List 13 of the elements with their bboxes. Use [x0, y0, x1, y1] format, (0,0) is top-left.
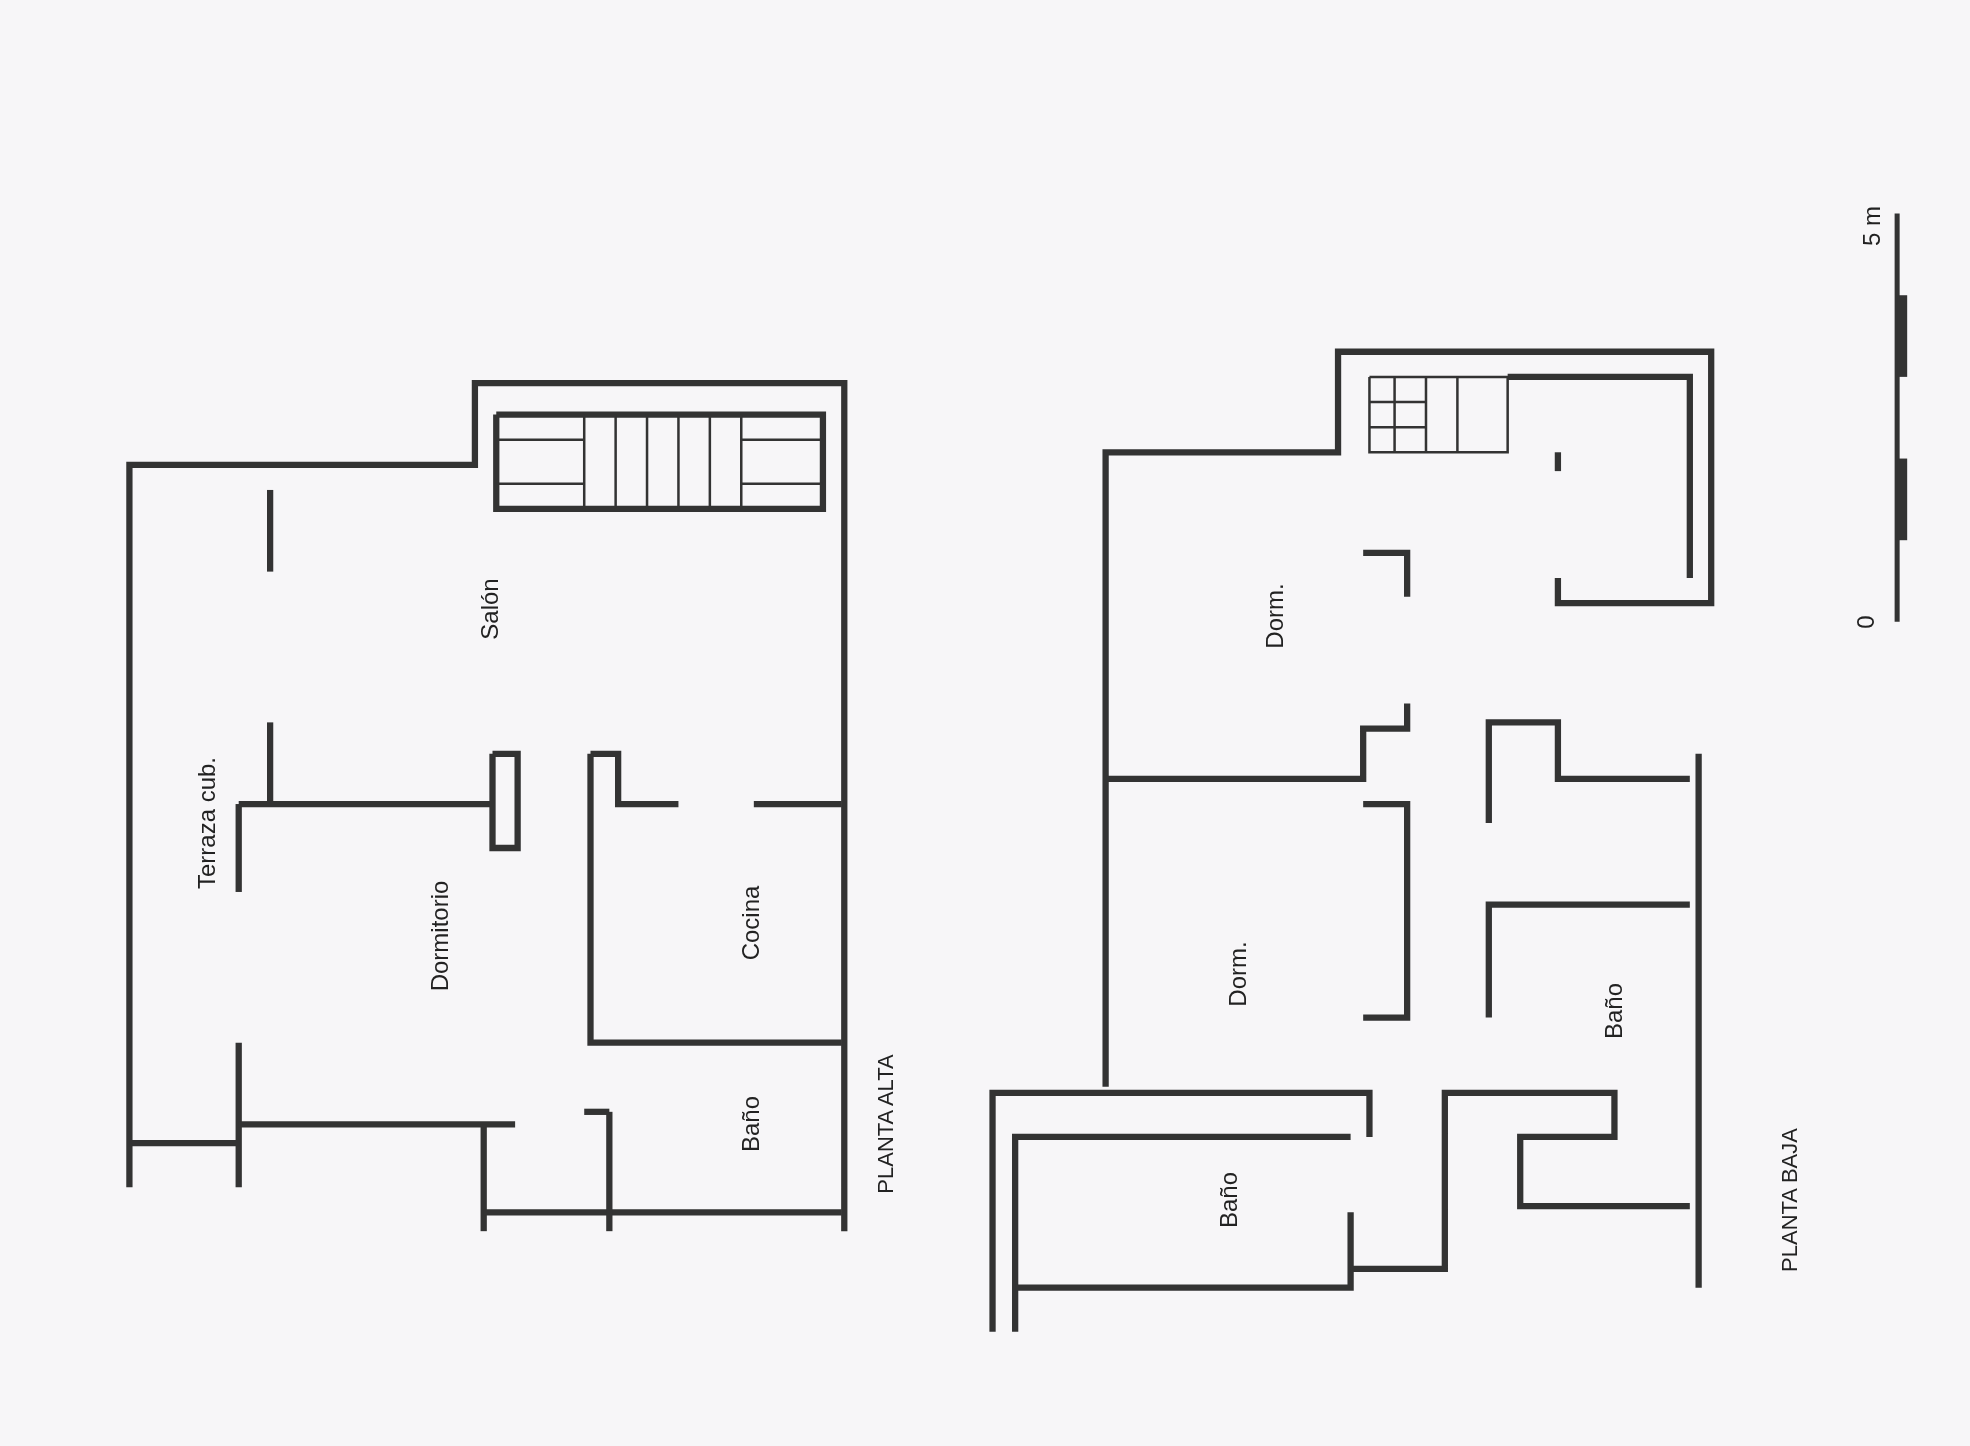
scale-label: 5 m: [1858, 206, 1886, 247]
plan-title: PLANTA BAJA: [1777, 1127, 1804, 1272]
room-label: Dormitorio: [425, 880, 454, 992]
plan-title: PLANTA ALTA: [872, 1054, 899, 1195]
room-label: Baño: [1600, 983, 1629, 1040]
room-label: Baño: [737, 1096, 766, 1153]
room-label: Baño: [1214, 1171, 1243, 1228]
scale-label: 0: [1851, 615, 1880, 629]
room-label: Dorm.: [1223, 940, 1252, 1007]
room-label: Cocina: [737, 886, 766, 961]
room-label: Dorm.: [1261, 582, 1290, 649]
room-label: Terraza cub.: [193, 756, 222, 889]
room-label: Salón: [476, 578, 504, 640]
